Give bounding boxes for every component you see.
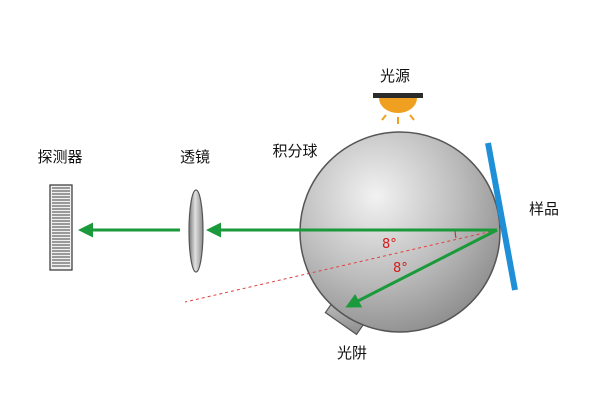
integrating-sphere-label: 积分球 [272, 142, 317, 160]
beam-to-light-trap [345, 228, 498, 308]
lens-label: 透镜 [180, 148, 210, 166]
light-source [373, 93, 423, 124]
integrating-sphere [299, 131, 501, 333]
light-source-bulb [379, 98, 417, 113]
sample-plate [485, 142, 518, 291]
angle-label-upper: 8° [382, 237, 397, 252]
light-ray-mark [409, 114, 415, 121]
lens [188, 189, 204, 273]
detector-label: 探测器 [37, 148, 82, 166]
light-source-label: 光源 [380, 67, 410, 85]
angle-label-lower: 8° [393, 261, 408, 276]
light-source-mount [373, 93, 423, 98]
dashed-specular-ray [184, 229, 498, 303]
detector [49, 184, 73, 271]
sample-label: 样品 [529, 200, 559, 218]
light-trap-label: 光阱 [337, 344, 367, 362]
light-ray-mark [381, 114, 387, 121]
